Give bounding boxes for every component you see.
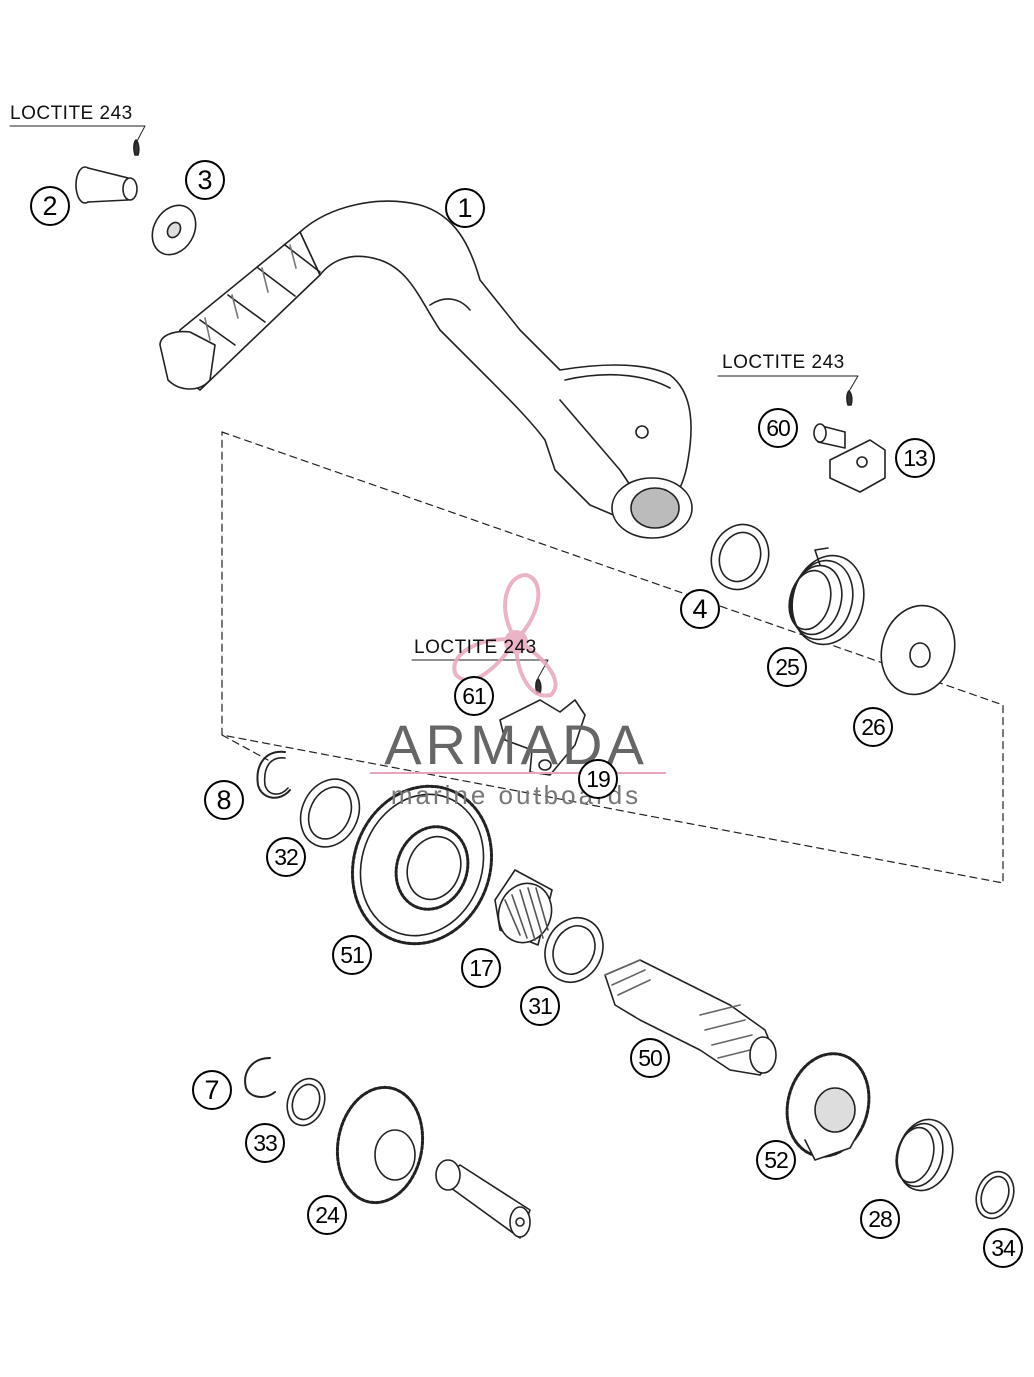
callout-part-25: 25	[767, 647, 807, 687]
callout-part-28: 28	[860, 1199, 900, 1239]
callout-part-61: 61	[454, 676, 494, 716]
callout-part-1: 1	[445, 188, 485, 228]
callout-part-7: 7	[192, 1070, 232, 1110]
callout-part-60: 60	[758, 408, 798, 448]
loctite-label: LOCTITE 243	[414, 637, 537, 658]
callout-part-32: 32	[266, 837, 306, 877]
callout-part-17: 17	[461, 948, 501, 988]
callout-part-26: 26	[853, 707, 893, 747]
washer-part	[286, 1077, 326, 1127]
spring-part	[788, 547, 865, 646]
callout-part-33: 33	[245, 1123, 285, 1163]
callout-part-34: 34	[983, 1228, 1023, 1268]
kickstarter-lever	[159, 200, 693, 539]
disc-part	[880, 604, 956, 696]
callout-part-19: 19	[578, 759, 618, 799]
bushing-part	[435, 1159, 531, 1239]
callout-part-8: 8	[204, 780, 244, 820]
callout-part-13: 13	[895, 438, 935, 478]
callout-part-31: 31	[520, 986, 560, 1026]
ring-part	[710, 523, 770, 591]
brand-divider	[370, 772, 666, 774]
spring-part	[895, 1118, 954, 1192]
screw-and-bracket	[813, 390, 886, 493]
needle-bearing	[494, 869, 553, 946]
circlip-part	[244, 1057, 276, 1098]
idler-gear	[335, 1085, 425, 1205]
washer-part	[544, 917, 604, 983]
washer-part	[299, 778, 361, 848]
washer-part	[151, 204, 197, 256]
brand-name: ARMADA	[384, 713, 648, 776]
washer-part	[975, 1170, 1015, 1220]
callout-part-3: 3	[185, 160, 225, 200]
kick-gear	[350, 784, 494, 946]
callout-part-2: 2	[30, 186, 70, 226]
kick-shaft	[604, 959, 777, 1076]
loctite-label: LOCTITE 243	[722, 352, 845, 373]
assembly-dashed-outline	[221, 431, 1004, 884]
callout-part-52: 52	[756, 1140, 796, 1180]
callout-part-4: 4	[680, 589, 720, 629]
callout-part-24: 24	[307, 1195, 347, 1235]
pin-part	[75, 139, 140, 204]
loctite-label: LOCTITE 243	[10, 103, 133, 124]
callout-part-51: 51	[332, 935, 372, 975]
brand-logo-graphic	[452, 572, 558, 698]
callout-part-50: 50	[630, 1038, 670, 1078]
circlip-part	[256, 750, 291, 799]
pawl-lever	[499, 678, 586, 776]
brand-tagline: marine outboards	[390, 780, 642, 810]
ratchet-gear	[785, 1052, 871, 1161]
